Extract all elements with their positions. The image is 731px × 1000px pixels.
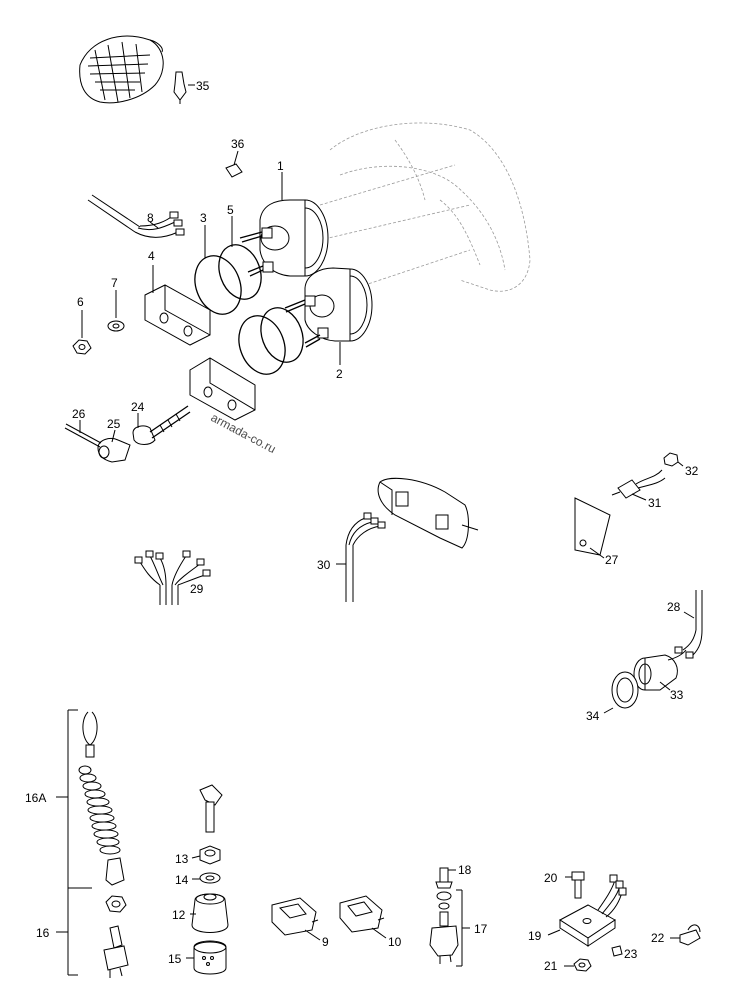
part-33-sender bbox=[633, 649, 687, 691]
callout-34: 34 bbox=[586, 709, 600, 723]
part-27-plate bbox=[574, 497, 611, 556]
callout-28: 28 bbox=[667, 600, 681, 614]
part-13-nut bbox=[199, 845, 221, 865]
callout-25: 25 bbox=[107, 417, 121, 431]
callout-1: 1 bbox=[277, 159, 284, 173]
part-26-probe bbox=[64, 423, 102, 448]
callout-29: 29 bbox=[190, 582, 204, 596]
callout-5: 5 bbox=[227, 203, 234, 217]
callout-20: 20 bbox=[544, 871, 558, 885]
callout-12: 12 bbox=[172, 908, 186, 922]
callout-17: 17 bbox=[474, 922, 488, 936]
callout-33: 33 bbox=[670, 688, 684, 702]
part-29-wire-harness bbox=[134, 550, 211, 605]
part-23-terminal bbox=[611, 945, 623, 957]
callout-27: 27 bbox=[605, 553, 619, 567]
part-10-rocker-switch bbox=[339, 895, 385, 933]
callout-22: 22 bbox=[651, 931, 665, 945]
callout-16: 16 bbox=[36, 926, 50, 940]
part-9-rocker-switch bbox=[271, 897, 319, 936]
bracket-lower bbox=[189, 357, 256, 421]
part-19-rectifier bbox=[559, 874, 627, 947]
callout-6: 6 bbox=[77, 295, 84, 309]
callout-15: 15 bbox=[168, 952, 182, 966]
part-28-cable bbox=[674, 590, 703, 659]
callout-10: 10 bbox=[388, 935, 402, 949]
callout-30: 30 bbox=[317, 558, 331, 572]
part-14-washer bbox=[199, 872, 221, 884]
part-16a-lanyard bbox=[78, 711, 125, 886]
callout-2: 2 bbox=[336, 367, 343, 381]
callout-3: 3 bbox=[200, 211, 207, 225]
part-21-nut bbox=[573, 958, 592, 972]
callout-24: 24 bbox=[131, 400, 145, 414]
part-7-washer bbox=[107, 320, 125, 332]
callout-19: 19 bbox=[528, 929, 542, 943]
callout-23: 23 bbox=[624, 947, 638, 961]
part-36-clip bbox=[225, 150, 243, 178]
part-3-5-seal-rings-upper bbox=[194, 244, 262, 315]
callout-18: 18 bbox=[458, 863, 472, 877]
part-17-toggle-switch bbox=[429, 891, 459, 964]
callout-36: 36 bbox=[231, 137, 245, 151]
callout-16a: 16A bbox=[25, 791, 46, 805]
callout-35: 35 bbox=[196, 79, 210, 93]
seal-rings-lower bbox=[238, 307, 304, 375]
group-bracket-16 bbox=[56, 709, 92, 976]
part-25-elbow-connector bbox=[97, 437, 131, 463]
part-18-toggle-lever bbox=[435, 867, 453, 889]
callout-7: 7 bbox=[111, 276, 118, 290]
part-1-gauge-upper bbox=[239, 199, 329, 277]
callout-14: 14 bbox=[175, 873, 189, 887]
part-15-connector bbox=[193, 940, 227, 975]
callout-32: 32 bbox=[685, 464, 699, 478]
part-6-nut bbox=[72, 339, 92, 355]
callout-26: 26 bbox=[72, 407, 86, 421]
callout-13: 13 bbox=[175, 852, 189, 866]
part-22-cable-clip bbox=[679, 924, 701, 946]
part-8-wire-harness bbox=[87, 194, 185, 238]
part-35-lamp-housing bbox=[79, 35, 187, 104]
part-31-sensor bbox=[611, 469, 666, 499]
part-4-bracket-upper bbox=[144, 284, 211, 346]
part-30-switch-panel bbox=[345, 477, 479, 602]
part-32-cap bbox=[663, 452, 679, 467]
callout-31: 31 bbox=[648, 496, 662, 510]
callout-9: 9 bbox=[322, 935, 329, 949]
part-12-ignition-switch bbox=[191, 893, 229, 933]
callout-4: 4 bbox=[148, 249, 155, 263]
part-34-ring-nut bbox=[611, 671, 639, 709]
part-2-gauge-lower bbox=[284, 267, 373, 348]
part-24-cable-fitting bbox=[132, 405, 191, 445]
dashboard-phantom-outline bbox=[319, 122, 531, 292]
callout-8: 8 bbox=[147, 211, 154, 225]
part-16-stop-switch bbox=[103, 895, 129, 978]
group-bracket-17 bbox=[456, 889, 470, 967]
watermark-text: armada-co.ru bbox=[209, 410, 279, 456]
part-key bbox=[199, 784, 223, 833]
part-20-bolt bbox=[571, 871, 585, 899]
callout-21: 21 bbox=[544, 959, 558, 973]
